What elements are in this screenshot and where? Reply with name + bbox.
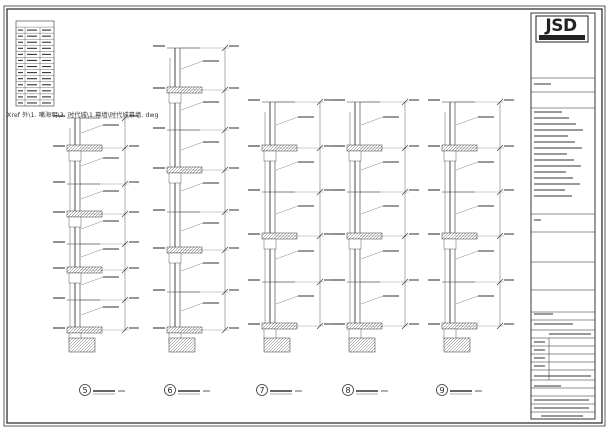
detail-mark-number: 5 [82, 386, 87, 395]
detail-mark-number: 7 [259, 386, 264, 395]
wall-section-2: 6 [153, 44, 239, 396]
wall-section-5: 9 [428, 98, 514, 396]
detail-mark-bubble [436, 384, 448, 396]
detail-mark-bubble [164, 384, 176, 396]
wall-section-details: 5 6 7 8 9 [53, 44, 514, 396]
detail-mark-number: 8 [345, 386, 350, 395]
detail-mark-bubble [342, 384, 354, 396]
wall-section-3: 7 [248, 98, 334, 396]
wall-section-4: 8 [333, 98, 419, 396]
detail-mark-number: 9 [439, 386, 444, 395]
inner-frame [6, 8, 603, 424]
wall-section-1: 5 [53, 114, 139, 396]
drawing-schedule-table [15, 20, 55, 107]
sheet-border [3, 5, 606, 427]
detail-mark-number: 6 [167, 386, 172, 395]
title-block [530, 12, 596, 420]
detail-mark-bubble [256, 384, 268, 396]
detail-mark-bubble [79, 384, 91, 396]
xref-path-note: Xref 外\1. 嘴海明\3. 时代城\1.幕墙\时代城幕墙. dwg [7, 112, 159, 119]
jsd-logo-text: JSD [545, 16, 577, 36]
